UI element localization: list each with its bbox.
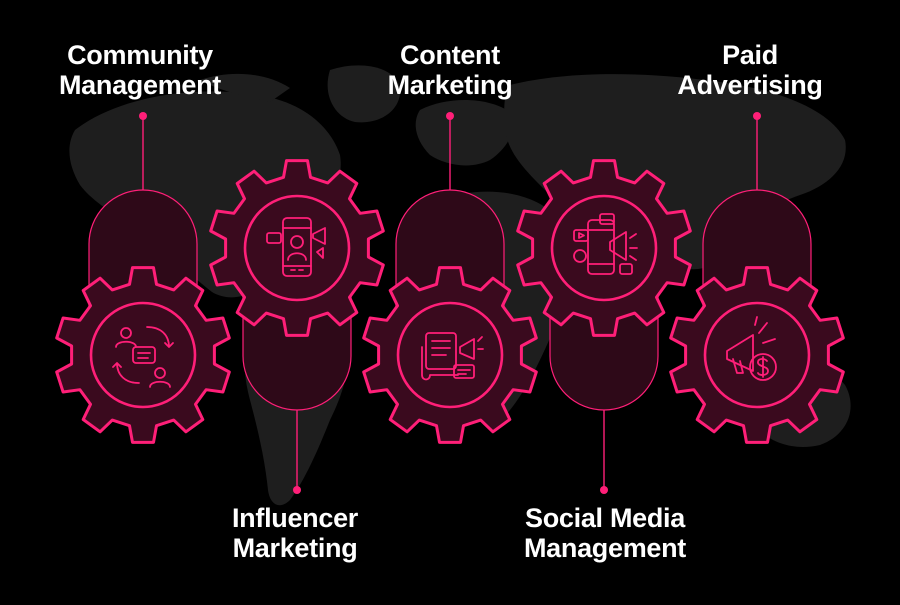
connector-dot — [293, 486, 301, 494]
sound-lines — [629, 233, 638, 261]
connector-dot — [600, 486, 608, 494]
label-line-1: Community — [67, 40, 213, 70]
play-icon — [578, 232, 585, 239]
connector-dot — [753, 112, 761, 120]
gear-inner-ring — [396, 301, 504, 409]
sound-lines — [477, 336, 484, 350]
connector-dot — [139, 112, 147, 120]
chat-bubble — [132, 346, 156, 364]
content-document-megaphone-icon — [421, 332, 484, 381]
label-line-2: Advertising — [677, 70, 823, 100]
label-paid-advertising: Paid Advertising — [650, 40, 850, 100]
gear-inner-ring — [550, 194, 658, 302]
person-head — [120, 327, 132, 339]
label-line-2: Management — [523, 533, 687, 563]
label-line-2: Marketing — [387, 70, 513, 100]
chat-bubble — [599, 213, 615, 225]
heart-badge — [573, 249, 587, 263]
flag — [316, 247, 324, 259]
influencer-phone-icon — [266, 217, 326, 277]
megaphone — [459, 338, 475, 360]
megaphone — [726, 334, 754, 372]
chat-bubble — [619, 263, 633, 275]
gear-outline — [516, 159, 692, 337]
megaphone-handle — [732, 358, 744, 374]
person-body — [287, 252, 307, 261]
step-2-gear — [209, 159, 385, 337]
chat-lines — [137, 352, 151, 359]
person-head — [290, 235, 304, 249]
sound-lines — [754, 316, 776, 344]
phone-bars — [587, 229, 615, 265]
gear-inner-ring — [243, 194, 351, 302]
community-chat-icon — [112, 326, 174, 388]
person-body — [149, 380, 171, 388]
gear-outline — [55, 266, 231, 444]
step-4-gear — [516, 159, 692, 337]
cycle-arrow — [112, 362, 140, 384]
label-line-1: Content — [400, 40, 500, 70]
gear-outline — [362, 266, 538, 444]
document-lines — [431, 340, 451, 356]
person-body — [115, 340, 137, 348]
gear-inner-ring — [89, 301, 197, 409]
document — [425, 332, 457, 370]
phone-body — [282, 217, 312, 277]
label-community-management: Community Management — [40, 40, 240, 100]
label-line-1: Paid — [722, 40, 778, 70]
gear-inner-ring — [703, 301, 811, 409]
phone-bars — [282, 227, 312, 267]
chat-lines — [457, 369, 471, 375]
label-content-marketing: Content Marketing — [350, 40, 550, 100]
scroll-edge — [421, 346, 459, 381]
label-line-2: Marketing — [232, 533, 358, 563]
video-box — [573, 229, 589, 242]
person-head — [154, 367, 166, 379]
phone-body — [587, 219, 615, 275]
social-media-phone-megaphone-icon — [573, 213, 638, 275]
coin — [749, 353, 777, 381]
megaphone — [312, 227, 326, 245]
label-influencer-marketing: Influencer Marketing — [195, 503, 395, 563]
dollar-sign — [757, 356, 769, 378]
step-1-gear — [55, 266, 231, 444]
label-social-media-management: Social Media Management — [495, 503, 715, 563]
cycle-arrow — [146, 326, 174, 348]
step-3-gear — [362, 266, 538, 444]
step-5-gear — [669, 266, 845, 444]
chat-bubble — [266, 232, 282, 244]
label-line-1: Influencer — [231, 503, 359, 533]
connector-dot — [446, 112, 454, 120]
chat-bubble — [453, 364, 475, 379]
label-line-2: Management — [58, 70, 222, 100]
paid-ad-megaphone-dollar-icon — [726, 316, 777, 381]
megaphone — [609, 231, 627, 261]
label-line-1: Social Media — [525, 503, 685, 533]
